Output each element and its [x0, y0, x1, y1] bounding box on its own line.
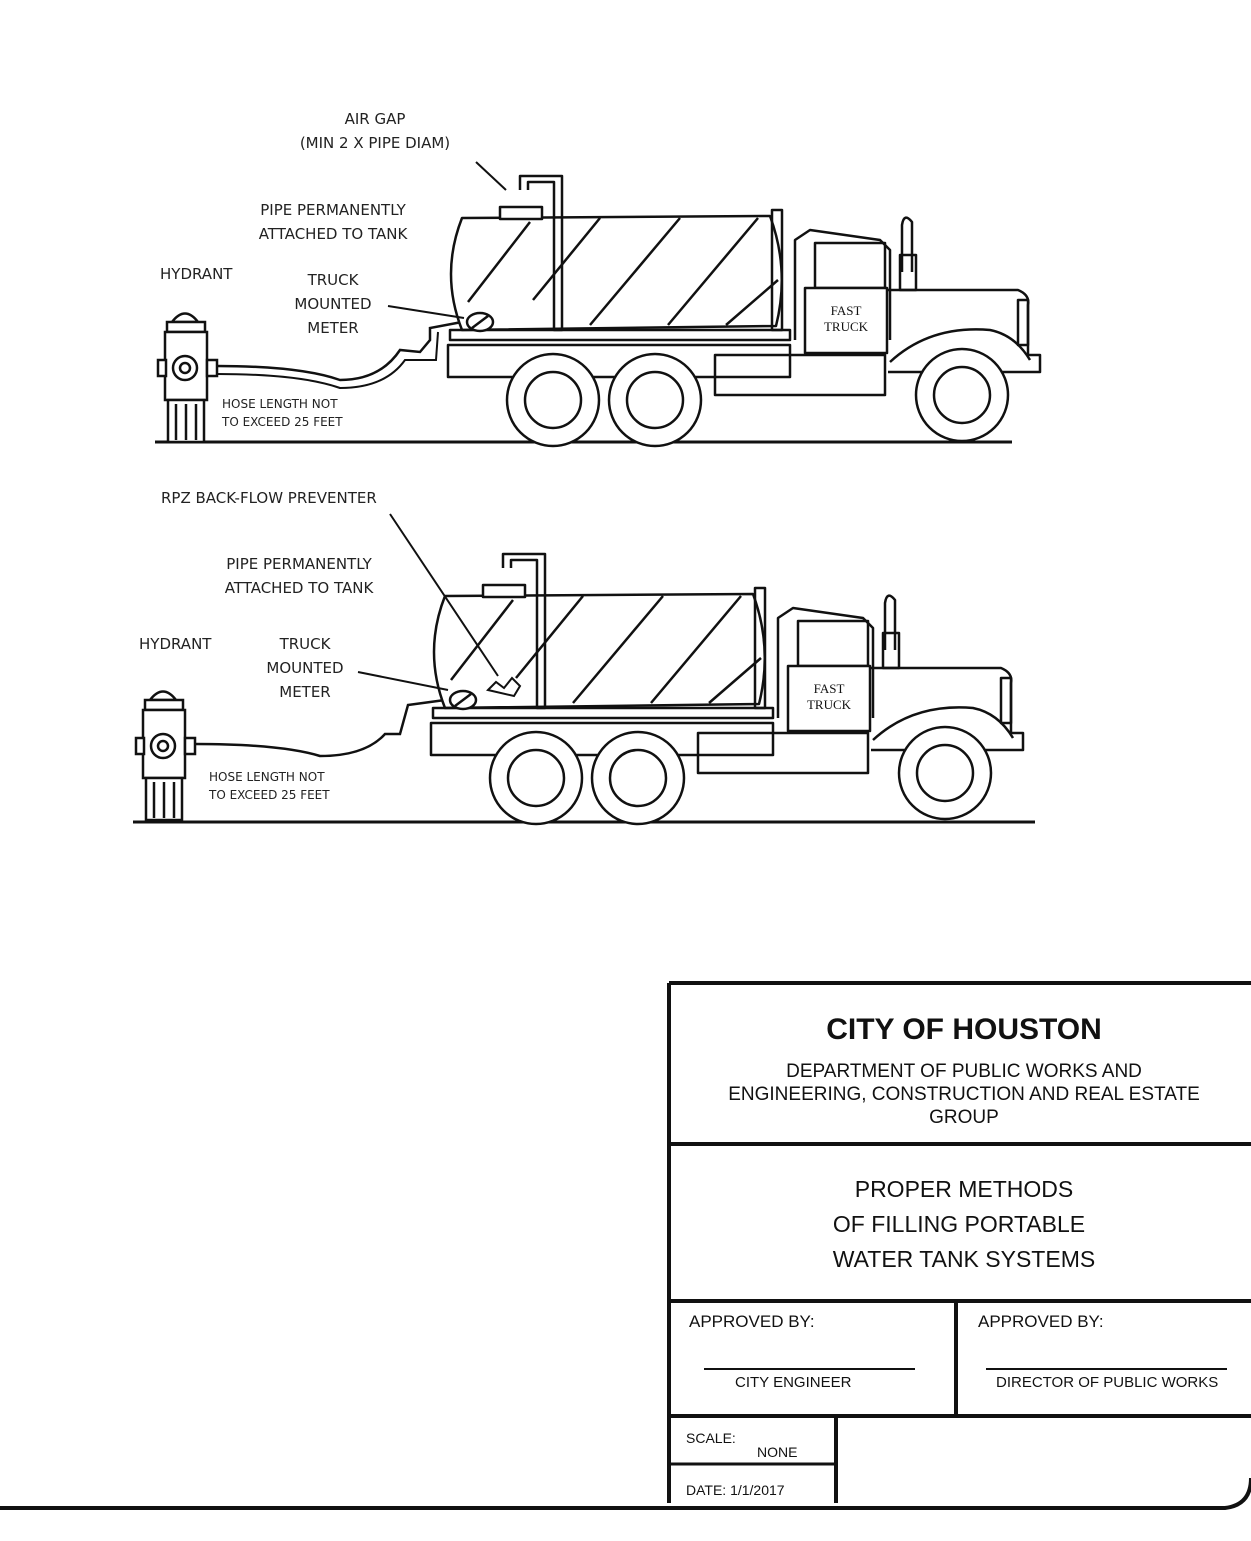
- meter-label: TRUCK MOUNTED METER: [283, 268, 383, 340]
- truck-door-text-line: TRUCK: [823, 319, 869, 334]
- truck-door-text-line: TRUCK: [806, 697, 852, 712]
- approved-by-label-right: APPROVED BY:: [978, 1312, 1104, 1331]
- truck-drawing: [446, 174, 1042, 448]
- hose: [216, 320, 463, 382]
- label-line: HOSE LENGTH NOT: [209, 770, 325, 784]
- department-line: ENGINEERING, CONSTRUCTION AND REAL ESTAT…: [728, 1084, 1200, 1105]
- label-line: HOSE LENGTH NOT: [222, 397, 338, 411]
- rpz-valve: [486, 676, 522, 698]
- department-name: DEPARTMENT OF PUBLIC WORKS AND ENGINEERI…: [669, 1060, 1251, 1129]
- city-engineer-role: CITY ENGINEER: [735, 1374, 852, 1391]
- label-line: TO EXCEED 25 FEET: [222, 415, 343, 429]
- hydrant-drawing: [134, 690, 197, 822]
- label-line: TO EXCEED 25 FEET: [209, 788, 330, 802]
- truck-door-text-line: FAST: [830, 303, 862, 318]
- approved-by-label-left: APPROVED BY:: [689, 1312, 815, 1331]
- label-line: TRUCK: [307, 271, 359, 289]
- truck-door-text-line: FAST: [813, 681, 845, 696]
- leader-meter: [357, 671, 449, 691]
- label-line: PIPE PERMANENTLY: [260, 201, 406, 219]
- drawing-title-line: PROPER METHODS: [854, 1176, 1074, 1202]
- label-line: MOUNTED: [266, 659, 344, 677]
- top-filling-diagram: [155, 161, 1042, 448]
- drawing-title: PROPER METHODS OF FILLING PORTABLE WATER…: [669, 1172, 1251, 1277]
- truck-door-text: FAST TRUCK: [805, 303, 887, 335]
- label-line: PIPE PERMANENTLY: [226, 555, 372, 573]
- label-line: ATTACHED TO TANK: [258, 225, 408, 243]
- hose-length-label: HOSE LENGTH NOT TO EXCEED 25 FEET: [209, 768, 330, 804]
- drawing-title-line: OF FILLING PORTABLE: [832, 1211, 1086, 1237]
- leader-meter: [387, 305, 465, 319]
- pipe-attached-label: PIPE PERMANENTLY ATTACHED TO TANK: [243, 198, 423, 246]
- hydrant-label: HYDRANT: [139, 635, 212, 653]
- department-line: DEPARTMENT OF PUBLIC WORKS AND: [786, 1061, 1142, 1082]
- title-block-frame: [0, 981, 1251, 1510]
- truck-drawing: [429, 552, 1025, 826]
- leader-air-gap: [475, 161, 507, 191]
- rpz-label: RPZ BACK-FLOW PREVENTER: [161, 489, 377, 507]
- pipe-attached-label: PIPE PERMANENTLY ATTACHED TO TANK: [209, 552, 389, 600]
- scale-value: NONE: [757, 1444, 798, 1460]
- label-line: METER: [279, 683, 331, 701]
- department-line: GROUP: [929, 1107, 999, 1128]
- label-line: (MIN 2 X PIPE DIAM): [299, 134, 451, 152]
- hydrant-drawing: [156, 312, 219, 444]
- hydrant-label: HYDRANT: [160, 265, 233, 283]
- hose-length-label: HOSE LENGTH NOT TO EXCEED 25 FEET: [222, 395, 343, 431]
- director-role: DIRECTOR OF PUBLIC WORKS: [996, 1374, 1219, 1391]
- air-gap-label: AIR GAP (MIN 2 X PIPE DIAM): [285, 107, 465, 155]
- scale-label: SCALE:: [686, 1430, 736, 1446]
- label-line: TRUCK: [279, 635, 331, 653]
- label-line: AIR GAP: [344, 110, 406, 128]
- organization-title: CITY OF HOUSTON: [826, 1013, 1102, 1046]
- label-line: METER: [307, 319, 359, 337]
- truck-door-text: FAST TRUCK: [788, 681, 870, 713]
- label-line: MOUNTED: [294, 295, 372, 313]
- bottom-filling-diagram: [133, 513, 1035, 826]
- meter-label: TRUCK MOUNTED METER: [255, 632, 355, 704]
- leader-rpz: [389, 513, 499, 677]
- drawing-title-line: WATER TANK SYSTEMS: [832, 1246, 1096, 1272]
- date-field: DATE: 1/1/2017: [686, 1482, 785, 1498]
- label-line: ATTACHED TO TANK: [224, 579, 374, 597]
- hose: [194, 698, 446, 758]
